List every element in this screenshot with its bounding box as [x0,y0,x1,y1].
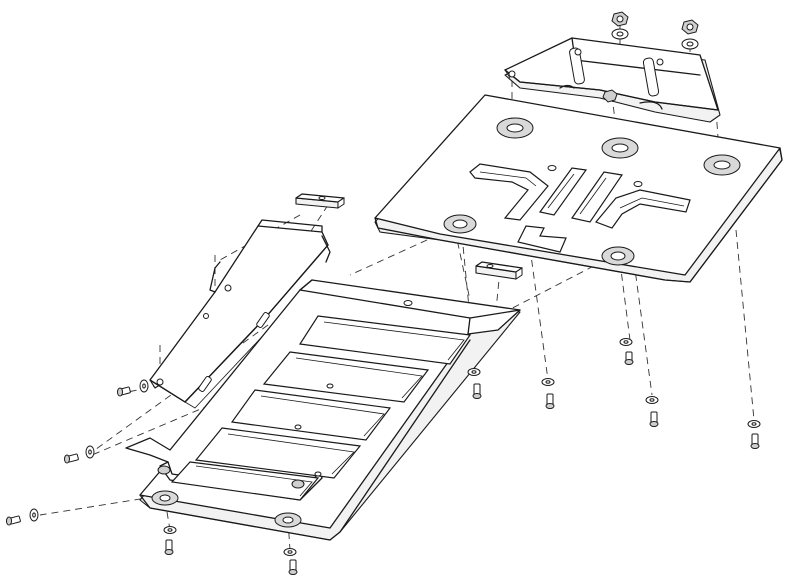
washer [139,379,149,393]
nut [602,89,618,103]
washer [541,378,555,386]
spacer-block [295,193,345,209]
bolt [64,453,79,464]
bolt [545,393,555,409]
bolt [164,539,174,555]
washer [29,508,39,522]
plate-mount-dimples [443,117,741,266]
nut [681,19,699,35]
bracket-slot-left [569,47,585,85]
bolt [472,383,482,399]
washer [645,396,659,404]
spacer-block [475,261,523,280]
main-skid-plate [374,94,783,283]
bolt-set-left [6,379,149,526]
washer [611,28,629,40]
plate-cutouts [469,163,691,253]
bolt [6,515,21,526]
washer [467,368,481,376]
bolt-set-right [467,338,761,449]
washer [163,526,177,534]
washer [85,445,95,459]
bolt [288,559,298,575]
bolt [649,411,659,427]
front-plate-cutouts [170,315,472,501]
washer [283,548,297,556]
mounting-bracket [504,11,721,123]
bolt-set-front [163,526,298,575]
side-guard [149,219,331,409]
bolt [117,386,131,397]
bolt [750,433,760,449]
bolt [624,351,634,365]
bracket-slot-right [642,57,660,97]
front-skid-plate [125,279,521,541]
nut [611,11,629,27]
washer [747,420,761,428]
washer [619,338,633,346]
washer [681,38,699,50]
